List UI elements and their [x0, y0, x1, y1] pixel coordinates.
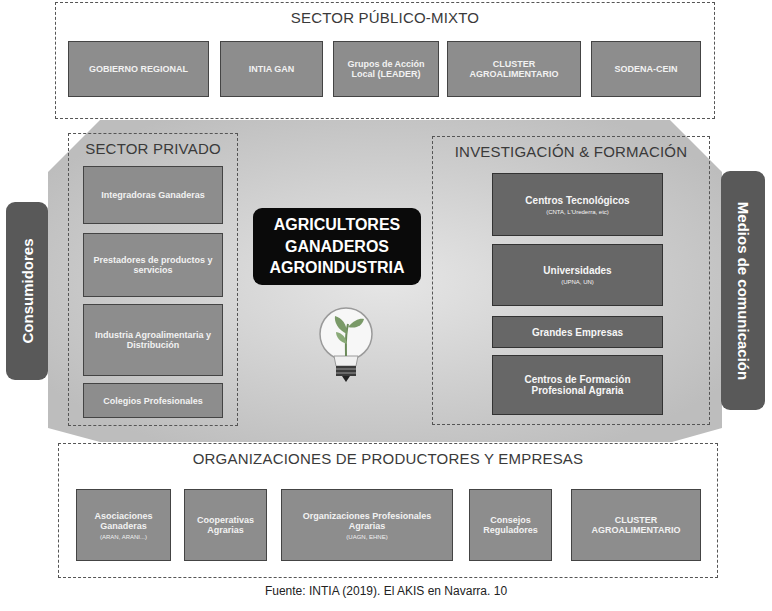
box-label: Consumidores	[19, 238, 36, 343]
actor-box: Asociaciones Ganaderas (ARAN, ARANI...)	[76, 489, 171, 561]
sub-label: (CNTA, L'Urederra, etc)	[546, 209, 609, 215]
research-box: Universidades (UPNA, UN)	[492, 244, 663, 306]
group-panel: SECTOR PRIVADO Integradoras GanaderasPres…	[68, 133, 238, 426]
box-label: Prestadores de productos y servicios	[89, 255, 217, 275]
actor-box: Prestadores de productos y servicios	[83, 233, 223, 297]
box-label: Cooperativas Agrarias	[190, 515, 261, 535]
sub-label: (UPNA, UN)	[561, 279, 594, 285]
actor-box: Grupos de Acción Local (LEADER)	[333, 41, 439, 97]
sub-label: (UAGN, EHNE)	[346, 534, 387, 540]
box-label: CLUSTER AGROALIMENTARIO	[453, 59, 575, 79]
box-label: Centros de Formación Profesional Agraria	[498, 374, 657, 396]
lightbulb-icon	[320, 308, 372, 382]
actor-box: INTIA GAN	[220, 41, 323, 97]
source-caption: Fuente: INTIA (2019). El AKIS en Navarra…	[0, 584, 772, 598]
box-label: Grandes Empresas	[532, 327, 623, 338]
box-label: Consejos Reguladores	[475, 515, 546, 535]
box-label: AGRICULTORES GANADEROS AGROINDUSTRIA	[258, 214, 416, 279]
actor-box: Consejos Reguladores	[469, 489, 552, 561]
group-panel: INVESTIGACIÓN & FORMACIÓN Centros Tecnoló…	[432, 136, 710, 425]
actor-box: Organizaciones Profesionales Agrarias (UA…	[281, 489, 453, 561]
group-heading: SECTOR PÚBLICO-MIXTO	[56, 9, 714, 26]
central-box: AGRICULTORES GANADEROS AGROINDUSTRIA	[253, 208, 421, 285]
sub-label: (ARAN, ARANI...)	[100, 534, 147, 540]
actor-box: CLUSTER AGROALIMENTARIO	[571, 489, 701, 561]
actor-box: Cooperativas Agrarias	[184, 489, 267, 561]
side-bar: Medios de comunicación	[721, 171, 765, 410]
group-heading: SECTOR PRIVADO	[69, 140, 237, 157]
group-panel: SECTOR PÚBLICO-MIXTO GOBIERNO REGIONAL INT…	[55, 2, 715, 119]
actor-box: Industria Agroalimentaria y Distribución	[83, 304, 223, 376]
actor-box: Colegios Profesionales	[83, 383, 223, 418]
box-label: INTIA GAN	[249, 64, 295, 74]
box-label: Grupos de Acción Local (LEADER)	[339, 59, 433, 79]
box-label: Centros Tecnológicos	[525, 195, 629, 206]
actor-box: GOBIERNO REGIONAL	[68, 41, 209, 97]
box-label: SODENA-CEIN	[614, 64, 677, 74]
group-panel: ORGANIZACIONES DE PRODUCTORES Y EMPRESAS…	[58, 443, 718, 578]
actor-box: SODENA-CEIN	[591, 41, 701, 97]
box-label: Colegios Profesionales	[103, 396, 203, 406]
box-label: Asociaciones Ganaderas	[82, 511, 165, 531]
research-box: Centros Tecnológicos (CNTA, L'Urederra, e…	[492, 173, 663, 236]
box-label: Organizaciones Profesionales Agrarias	[287, 511, 447, 531]
background-octagon	[48, 120, 722, 442]
actor-box: Integradoras Ganaderas	[83, 166, 223, 224]
research-box: Grandes Empresas	[492, 316, 663, 348]
box-label: Medios de comunicación	[735, 201, 752, 379]
box-label: Universidades	[543, 265, 611, 276]
box-label: Integradoras Ganaderas	[101, 190, 205, 200]
box-label: GOBIERNO REGIONAL	[89, 64, 188, 74]
research-box: Centros de Formación Profesional Agraria	[492, 355, 663, 415]
group-heading: ORGANIZACIONES DE PRODUCTORES Y EMPRESAS	[59, 450, 717, 467]
side-bar: Consumidores	[6, 202, 48, 380]
box-label: CLUSTER AGROALIMENTARIO	[577, 515, 695, 535]
box-label: Industria Agroalimentaria y Distribución	[89, 330, 217, 350]
actor-box: CLUSTER AGROALIMENTARIO	[447, 41, 581, 97]
group-heading: INVESTIGACIÓN & FORMACIÓN	[433, 143, 709, 160]
